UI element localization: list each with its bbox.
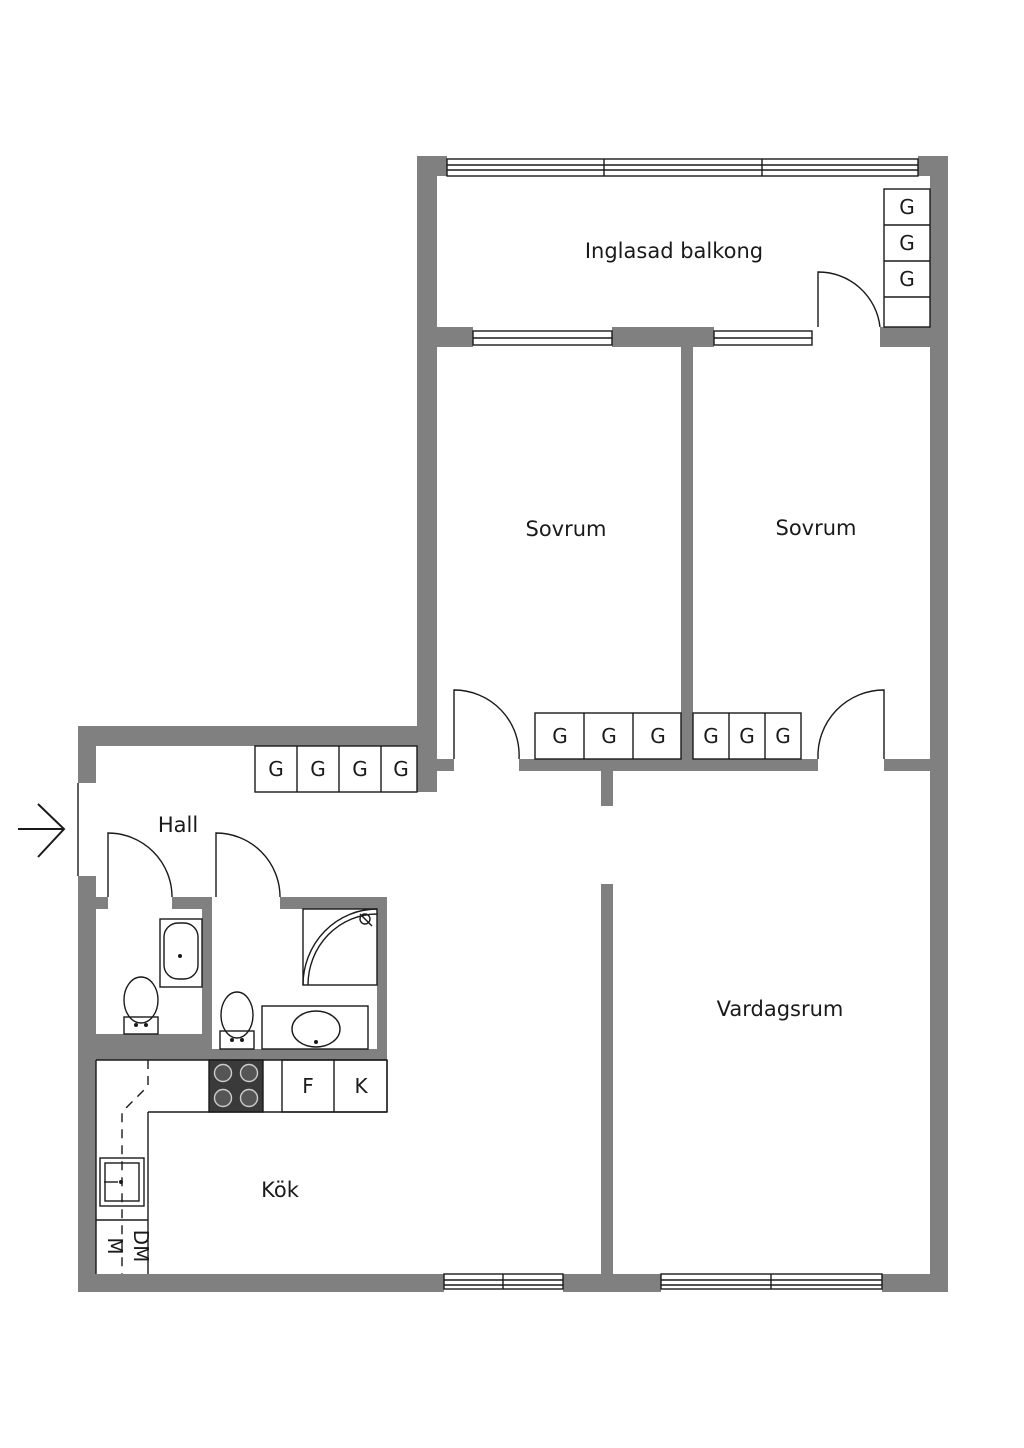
hall-wardrobes: G G G G — [254, 745, 418, 793]
wardrobe-label: G — [650, 724, 666, 748]
wardrobe-label: G — [393, 757, 409, 781]
shower-icon — [302, 908, 378, 986]
toilet-icon — [219, 991, 255, 1050]
wardrobe-label: G — [703, 724, 719, 748]
fridge-freezer: F K — [281, 1059, 388, 1113]
wardrobe-label: G — [899, 267, 915, 291]
room-label-bedroom-right: Sovrum — [775, 516, 856, 540]
room-label-bedroom-left: Sovrum — [525, 517, 606, 541]
room-label-living: Vardagsrum — [717, 997, 844, 1021]
doors — [77, 271, 885, 898]
toilet-icon — [123, 976, 159, 1035]
bedroom-left-wardrobes: G G G — [534, 712, 682, 760]
door-balcony — [817, 271, 881, 328]
wardrobe-label: G — [775, 724, 791, 748]
microwave-label: M — [103, 1237, 127, 1254]
bathroom-sink-icon — [261, 1005, 369, 1050]
kitchen-appliances: M DM — [103, 1230, 153, 1263]
dishwasher-label: DM — [129, 1230, 153, 1263]
wardrobe-label: G — [601, 724, 617, 748]
wc-sink-icon — [159, 918, 203, 988]
door-wc — [107, 832, 173, 898]
windows — [443, 158, 919, 1290]
wardrobe-label: G — [268, 757, 284, 781]
walls — [78, 156, 948, 1292]
door-bedroom-right — [817, 689, 885, 760]
room-label-hall: Hall — [158, 813, 198, 837]
wardrobe-label: G — [899, 195, 915, 219]
door-bathroom — [215, 832, 281, 898]
balcony-wardrobes: G G G — [883, 188, 931, 328]
wardrobe-label: G — [739, 724, 755, 748]
fridge-label: F — [302, 1074, 314, 1098]
room-label-kitchen: Kök — [261, 1178, 300, 1202]
wardrobe-label: G — [310, 757, 326, 781]
door-bedroom-left — [453, 689, 520, 760]
wardrobe-label: G — [552, 724, 568, 748]
room-label-balcony: Inglasad balkong — [585, 239, 763, 263]
freezer-label: K — [354, 1074, 368, 1098]
wardrobe-label: G — [899, 231, 915, 255]
entrance-arrow-icon — [18, 803, 66, 858]
stove-icon — [208, 1059, 264, 1113]
kitchen-sink-icon — [99, 1157, 145, 1207]
bedroom-right-wardrobes: G G G — [692, 712, 802, 760]
wardrobe-label: G — [352, 757, 368, 781]
